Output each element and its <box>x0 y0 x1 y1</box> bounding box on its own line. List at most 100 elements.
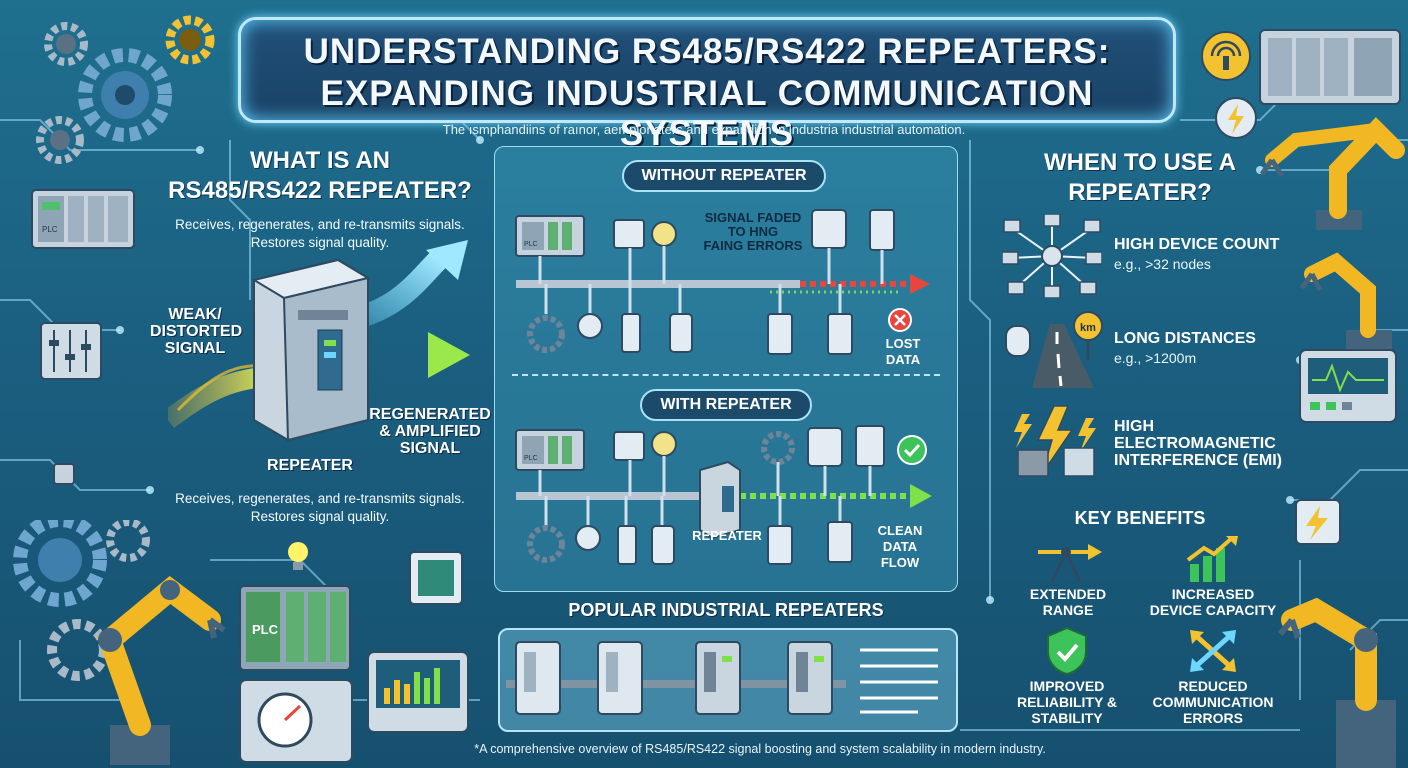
page-title-line-1: UNDERSTANDING RS485/RS422 REPEATERS: <box>303 32 1111 71</box>
drive-device-icon <box>827 313 853 355</box>
page-subtitle: The ısmphandiins of raınor, aemplonaters… <box>442 122 966 137</box>
repeater-label: REPEATER <box>267 457 353 474</box>
network-icon <box>1002 214 1102 298</box>
range-icon <box>1038 544 1102 583</box>
benefit-1: EXTENDED RANGE <box>1029 586 1107 618</box>
plc-label: PLC <box>524 241 538 248</box>
sensor-icon <box>651 431 677 457</box>
camera-icon <box>575 525 601 551</box>
hmi-device-icon <box>613 219 645 249</box>
plc-icon: PLC <box>515 215 585 257</box>
drive-device-icon <box>827 521 853 563</box>
lightning-panel-icon <box>1295 499 1341 545</box>
benefit-4: REDUCED COMMUNICATION ERRORS <box>1152 678 1274 726</box>
plc-rack-left: PLC <box>31 189 135 249</box>
monitor-icon <box>409 551 463 605</box>
monitor-panel-icon <box>1299 349 1397 423</box>
use-case-1-title: HIGH DEVICE COUNT <box>1114 236 1280 253</box>
server-device-icon <box>869 209 895 251</box>
plc-label: PLC <box>524 455 538 462</box>
gear-icon <box>44 22 88 66</box>
plc-rack-icon <box>1259 29 1401 105</box>
robot-arm-icon <box>1259 117 1405 230</box>
section-divider <box>512 374 940 376</box>
connector-device-icon <box>767 525 793 565</box>
use-case-1-sub: e.g., >32 nodes <box>1114 256 1211 272</box>
left-desc-top-line-2: Restores signal quality. <box>250 235 390 250</box>
arrow-right-icon <box>428 332 470 378</box>
meter-device-icon <box>669 313 693 353</box>
left-heading-line-2: RS485/RS422 REPEATER? <box>168 177 472 204</box>
benefit-2: INCREASED DEVICE CAPACITY <box>1149 586 1277 618</box>
benefit-3: IMPROVED RELIABILITY & STABILITY <box>1016 678 1118 726</box>
din-rail-repeater-icon <box>695 641 741 715</box>
repeater-device-icon <box>251 258 371 442</box>
camera-icon <box>577 313 603 339</box>
din-rail-repeater-icon <box>515 641 561 715</box>
arrow-up-icon <box>426 240 468 280</box>
monitor-device-icon <box>807 427 843 467</box>
robot-arm-icon <box>1299 252 1392 350</box>
title-banner: UNDERSTANDING RS485/RS422 REPEATERS: EXP… <box>238 17 1176 153</box>
factory-icon <box>1017 449 1049 477</box>
use-case-3-title: HIGH ELECTROMAGNETIC INTERFERENCE (EMI) <box>1114 418 1282 469</box>
use-case-2-title: LONG DISTANCES <box>1114 330 1256 347</box>
gear-icon <box>47 619 109 681</box>
page-title-line-2: EXPANDING INDUSTRIAL COMMUNICATION SYSTE… <box>320 74 1094 153</box>
machine-icon <box>1063 447 1095 477</box>
gear-icon <box>106 520 150 562</box>
growth-chart-icon <box>1186 536 1238 582</box>
power-icon <box>1215 97 1257 139</box>
connector-device-icon <box>767 313 793 355</box>
lightning-icon <box>1014 405 1096 477</box>
handheld-device-icon <box>621 313 641 353</box>
popular-repeaters-devices <box>506 641 938 715</box>
machinery-right <box>1201 29 1405 768</box>
left-description-bottom: Receives, regenerates, and re-transmits … <box>175 491 465 524</box>
with-repeater-label: WITH REPEATER <box>640 389 812 421</box>
hmi-device-icon <box>613 431 645 461</box>
router-icon <box>1005 325 1031 357</box>
gear-icon <box>78 48 172 142</box>
wireless-icon <box>1201 31 1251 81</box>
reduce-errors-icon <box>1190 630 1236 672</box>
plc-icon: PLC <box>515 429 585 471</box>
key-benefits-heading: KEY BENEFITS <box>1074 508 1206 528</box>
lost-data-label: LOST DATA <box>885 336 921 367</box>
arrow-right-icon <box>910 484 932 508</box>
signal-faded-label: SIGNAL FADED TO HNG FAING ERRORS <box>703 210 803 253</box>
chip-icon <box>53 463 75 485</box>
km-label: km <box>1080 322 1096 334</box>
server-device-icon <box>855 425 885 467</box>
sensor-icon <box>651 221 677 247</box>
list-lines-icon <box>860 648 938 714</box>
arrow-right-icon <box>910 274 930 294</box>
gear-icon <box>165 15 215 65</box>
robot-arm-icon <box>97 575 226 765</box>
handheld-device-icon <box>617 525 637 565</box>
popular-repeaters-title: POPULAR INDUSTRIAL REPEATERS <box>568 600 884 620</box>
control-panel-icon <box>40 322 102 380</box>
footer-note: *A comprehensive overview of RS485/RS422… <box>474 742 1046 756</box>
weak-signal-label: WEAK/ DISTORTED SIGNAL <box>150 306 243 357</box>
gear-icon <box>36 116 84 164</box>
clean-data-flow-label: CLEAN DATA FLOW <box>877 523 923 570</box>
gear-icon <box>761 431 795 465</box>
machinery-bottom-left: PLC <box>13 520 469 765</box>
left-heading-line-1: WHAT IS AN <box>250 147 390 174</box>
repeater-illustration <box>168 240 470 442</box>
robot-arm-icon <box>1277 597 1396 768</box>
regenerated-signal-label: REGENERATED & AMPLIFIED SIGNAL <box>369 406 491 457</box>
shield-check-icon <box>1047 626 1087 676</box>
plc-icon: PLC <box>239 585 351 671</box>
without-repeater-label: WITHOUT REPEATER <box>622 160 826 192</box>
road-icon: km <box>1005 311 1103 388</box>
plc-label: PLC <box>252 622 279 637</box>
repeater-device-icon <box>699 460 741 540</box>
with-repeater-diagram: PLC <box>515 425 932 565</box>
gear-icon <box>527 315 565 353</box>
gear-icon <box>13 520 107 607</box>
gear-cluster-top-left <box>36 15 215 164</box>
right-heading: WHEN TO USE A REPEATER? <box>1043 149 1236 206</box>
plc-label: PLC <box>42 225 58 234</box>
